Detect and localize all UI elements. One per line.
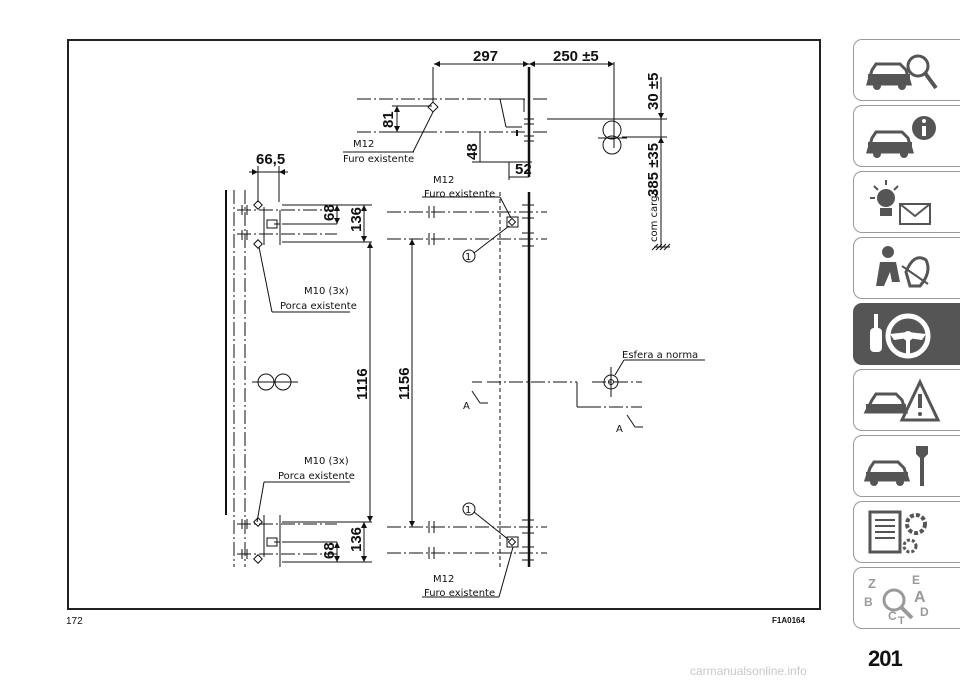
label-porca-existente-top: Porca existente (280, 301, 357, 312)
top-detail: 297 250 ±5 30 ±5 81 48 52 385 ±35 com ca… (343, 48, 671, 251)
dim-297: 297 (473, 48, 498, 65)
dim-68-top: 68 (321, 204, 338, 221)
page-number: 201 (868, 646, 903, 671)
dim-385: 385 ±35 (645, 143, 662, 197)
svg-text:E: E (912, 573, 920, 587)
tab-technical-data[interactable] (853, 501, 960, 563)
label-esfera-a-norma: Esfera a norma (622, 350, 698, 361)
svg-text:D: D (920, 605, 929, 619)
watermark: carmanualsonline.info (690, 664, 807, 678)
tab-emergency[interactable] (853, 369, 960, 431)
alphabet-index-icon: Z E B A D C T (864, 573, 929, 626)
dim-48: 48 (464, 143, 481, 160)
car-search-icon (866, 54, 938, 90)
dim-66-5: 66,5 (256, 151, 285, 168)
label-furo-existente-lower: Furo existente (424, 588, 495, 599)
page-reference: 172 (66, 616, 83, 627)
dim-68-bottom: 68 (321, 542, 338, 559)
callout-1-lower: 1 (465, 505, 471, 516)
figure-code: F1A0164 (772, 616, 805, 625)
label-m10-bottom: M10 (3x) (304, 456, 349, 467)
spec-sheet-gear-icon (868, 510, 927, 554)
dim-1116: 1116 (354, 368, 371, 400)
towbar-installation-drawing: 297 250 ±5 30 ±5 81 48 52 385 ±35 com ca… (225, 48, 705, 599)
callout-1-upper: 1 (465, 252, 471, 263)
dim-30: 30 ±5 (645, 73, 662, 110)
airbag-person-icon (876, 246, 930, 288)
svg-text:T: T (898, 615, 905, 626)
label-porca-existente-bottom: Porca existente (278, 471, 355, 482)
label-furo-existente-top: Furo existente (343, 154, 414, 165)
dim-1156: 1156 (396, 367, 413, 400)
car-wrench-icon (863, 446, 928, 486)
dim-136-top: 136 (348, 207, 365, 232)
tab-starting-driving[interactable] (853, 303, 960, 365)
right-bumper-view: 1156 M12 Furo existente M12 Furo existen… (387, 175, 705, 599)
label-m12-upper: M12 (433, 175, 454, 186)
key-steering-wheel-icon (870, 313, 931, 359)
tab-safety[interactable] (853, 237, 960, 299)
label-m12-lower: M12 (433, 574, 454, 585)
label-furo-existente-upper: Furo existente (424, 189, 495, 200)
car-info-icon (866, 116, 936, 158)
tab-car-search[interactable] (853, 39, 960, 101)
label-com-carga: com carga (649, 189, 660, 242)
dim-81: 81 (380, 111, 397, 128)
dim-250: 250 ±5 (553, 48, 599, 65)
tab-warning-lights[interactable] (853, 171, 960, 233)
warning-light-mail-icon (870, 180, 931, 225)
dim-52: 52 (515, 161, 532, 178)
dim-136-bottom: 136 (348, 527, 365, 552)
label-m12-top: M12 (353, 139, 374, 150)
section-a-left: A (463, 401, 470, 412)
drawing-frame: 297 250 ±5 30 ±5 81 48 52 385 ±35 com ca… (67, 39, 821, 610)
svg-text:B: B (864, 595, 873, 609)
car-crash-warning-icon (863, 378, 941, 422)
tab-car-info[interactable] (853, 105, 960, 167)
svg-text:C: C (888, 609, 897, 623)
svg-text:Z: Z (868, 576, 876, 591)
svg-text:A: A (914, 589, 926, 606)
tab-maintenance[interactable] (853, 435, 960, 497)
tab-index[interactable]: Z E B A D C T (853, 567, 960, 629)
label-m10-top: M10 (3x) (304, 286, 349, 297)
left-bumper-view: 66,5 68 136 1116 68 136 M10 (3x) Porca e… (225, 151, 373, 567)
section-a-right: A (616, 424, 623, 435)
